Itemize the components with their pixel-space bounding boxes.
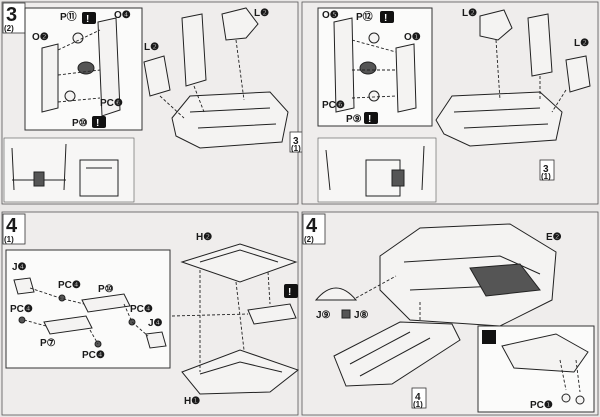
fin-part-l2: [479, 9, 513, 41]
step-sub: (1): [4, 235, 14, 244]
vent-detail: [469, 263, 541, 297]
caution-icon: [82, 12, 96, 24]
step-badge: [2, 213, 26, 245]
skirt-part: [333, 321, 461, 387]
ref-badge: [539, 159, 555, 181]
ref-badge: [411, 387, 427, 409]
polycap-1: [575, 395, 585, 405]
caution-mark: !: [384, 13, 387, 24]
ref-sub: (1): [413, 400, 423, 409]
ref-sub: (1): [291, 144, 301, 153]
pin-p12: [368, 32, 380, 44]
fin-part-l2: [221, 7, 259, 41]
ref-sub: (1): [541, 172, 551, 181]
label-h2: H❷: [196, 232, 212, 243]
label-o1: O❶: [404, 32, 421, 43]
caution-icon: [284, 284, 298, 298]
label-p7: P⑦: [40, 338, 56, 349]
label-l2: L❷: [574, 38, 589, 49]
label-j9: J⑨: [316, 310, 331, 321]
caution-icon: [380, 11, 394, 23]
panel-part: [527, 13, 553, 77]
step-number: 4: [306, 215, 318, 237]
panel-step-3-part-1: O❺ P⑫ ! O❶ PC❻ P⑨ ! L❷ L❷ 3 (1): [301, 1, 599, 205]
arm-part-o4: [97, 17, 121, 117]
joint-j4: [13, 277, 35, 295]
caution-icon: [364, 112, 378, 124]
hull-body: [435, 91, 563, 147]
label-l2: L❷: [462, 8, 477, 19]
step-number: 3: [6, 4, 17, 26]
step-sub: (2): [304, 235, 314, 244]
label-o4: O❹: [114, 10, 131, 21]
label-l2: L❷: [144, 42, 159, 53]
ref-number: 3: [543, 164, 549, 175]
caution-mark: !: [288, 287, 291, 298]
track-p10: [81, 293, 131, 313]
label-p10: P⑩: [72, 118, 88, 129]
ref-number: 3: [293, 136, 299, 147]
step-badge: [302, 213, 326, 245]
label-pc6: PC❻: [100, 98, 123, 109]
detail-view: [317, 137, 437, 203]
label-j4: J❹: [12, 262, 27, 273]
fin-part-l2: [565, 55, 591, 93]
label-j4: J❹: [148, 318, 163, 329]
polycap: [359, 61, 377, 75]
step-sub: (2): [4, 24, 14, 33]
label-o2: O❷: [32, 32, 49, 43]
select-icon: [341, 309, 351, 319]
detail-body: [501, 333, 589, 373]
hull-body: [171, 91, 289, 149]
body-e2: [379, 223, 557, 327]
label-p10: P⑩: [98, 284, 114, 295]
label-o5: O❺: [322, 10, 339, 21]
panel-step-4-part-1: 4 (1) J❹ PC❹ P⑩ PC❹ PC❹ P⑦ PC❹ J❹ H❷ ! H…: [1, 211, 300, 416]
pin-p11: [72, 32, 84, 44]
track-p7: [43, 315, 93, 335]
caution-mark: !: [86, 14, 89, 25]
label-pca: PC❹: [58, 280, 81, 291]
caution-mark: !: [96, 118, 99, 129]
label-l2: L❷: [254, 8, 269, 19]
panel-step-4-part-2: 4 (2) E❷ J⑨ J⑧ 4 (1) PC❶: [301, 211, 599, 416]
dome-part: [314, 287, 358, 301]
fin-part-l2: [143, 55, 171, 97]
label-p12: P⑫: [356, 10, 373, 23]
pin-p9: [368, 90, 380, 102]
detail-view: [3, 137, 135, 203]
caution-mark: !: [368, 114, 371, 125]
label-pca: PC❹: [130, 304, 153, 315]
label-p9: P⑨: [346, 114, 362, 125]
label-j8: J⑧: [354, 310, 369, 321]
arm-part-o1: [395, 43, 417, 113]
caution-icon: [92, 116, 106, 128]
pin-p10: [64, 90, 76, 102]
track-assembly: [247, 303, 297, 325]
label-pc1: PC❶: [530, 400, 553, 411]
panel-part: [181, 13, 207, 87]
label-e2: E❷: [546, 232, 562, 243]
arm-part-o5: [333, 17, 355, 113]
label-h1: H❶: [184, 396, 200, 407]
polycap-1: [561, 393, 571, 403]
label-pca: PC❹: [10, 304, 33, 315]
joint-j4: [145, 331, 167, 349]
label-p11: P⑪: [60, 10, 77, 23]
ref-number: 4: [415, 392, 421, 403]
label-pc6: PC❻: [322, 100, 345, 111]
arm-part-o2: [41, 43, 59, 113]
base-h1: [181, 349, 300, 395]
step-number: 4: [6, 215, 18, 237]
panel-step-3-part-2: 3 (2) P⑪ ! O❹ O❷ PC❻ P⑩ ! L❷ L❷ 3 (1): [1, 1, 305, 205]
cover-h2: [180, 243, 298, 283]
label-pca: PC❹: [82, 350, 105, 361]
mirror-icon: [482, 330, 496, 344]
